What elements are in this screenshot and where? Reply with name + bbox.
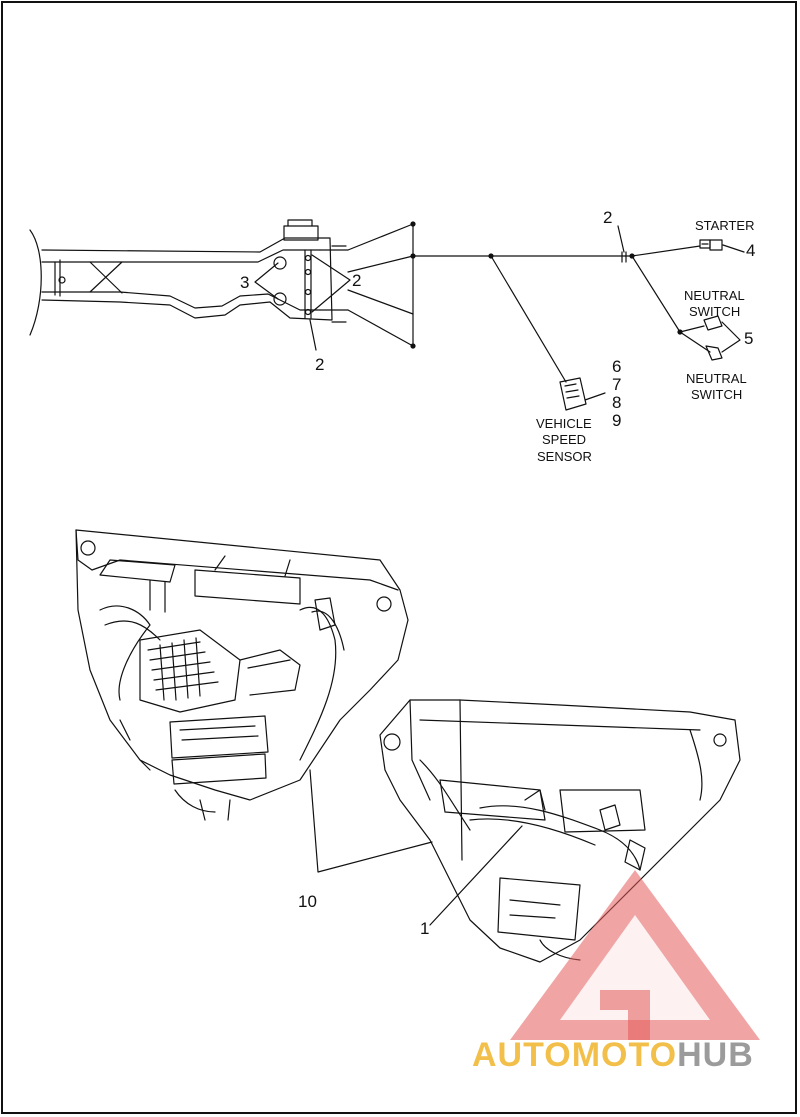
callout-7: 7 xyxy=(612,375,621,394)
callout-4: 4 xyxy=(746,241,755,260)
watermark-text-hub: HUB xyxy=(677,1036,754,1074)
callout-1: 1 xyxy=(420,919,429,938)
frame-rail-drawing xyxy=(29,219,349,336)
harness-lines xyxy=(347,221,711,383)
label-neutral-switch-bottom-line2: SWITCH xyxy=(691,387,742,402)
callout-5: 5 xyxy=(744,329,753,348)
callout-2-top: 2 xyxy=(603,208,612,227)
callout-2-bottom: 2 xyxy=(315,355,324,374)
watermark-text-auto: AUTO xyxy=(472,1036,572,1074)
callout-10: 10 xyxy=(298,892,317,911)
starter-connector xyxy=(699,239,723,251)
bottom-leader-lines xyxy=(309,769,523,926)
callout-8: 8 xyxy=(612,393,621,412)
svg-text:AUTOMOTOHUB: AUTOMOTOHUB xyxy=(472,1036,754,1074)
label-neutral-switch-bottom-line1: NEUTRAL xyxy=(686,371,747,386)
callout-2-left: 2 xyxy=(352,271,361,290)
watermark-text-moto: MOTO xyxy=(572,1036,677,1074)
label-starter: STARTER xyxy=(695,218,754,233)
label-vehicle-speed-sensor-line1: VEHICLE xyxy=(536,416,592,431)
neutral-switch-connectors xyxy=(703,315,723,361)
leader-lines xyxy=(254,225,745,401)
watermark-logo: AUTOMOTOHUB xyxy=(472,870,760,1074)
label-vehicle-speed-sensor-line2: SPEED xyxy=(542,432,586,447)
label-neutral-switch-top-line2: SWITCH xyxy=(689,304,740,319)
electrical-box-right xyxy=(379,699,741,963)
electrical-box-left xyxy=(75,529,409,821)
label-neutral-switch-top-line1: NEUTRAL xyxy=(684,288,745,303)
callout-9: 9 xyxy=(612,411,621,430)
callout-6: 6 xyxy=(612,357,621,376)
label-vehicle-speed-sensor-line3: SENSOR xyxy=(537,449,592,464)
callout-3: 3 xyxy=(240,273,249,292)
speed-sensor-connector xyxy=(559,377,587,411)
